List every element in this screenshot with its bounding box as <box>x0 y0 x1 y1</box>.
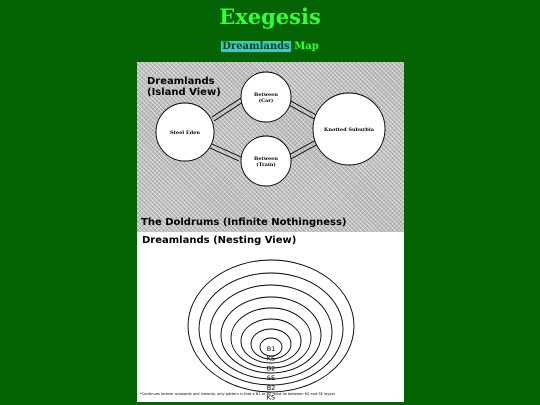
bridge-car-knotted-b <box>286 103 317 121</box>
label-between-car-2: (Car) <box>259 97 274 104</box>
map-panel: Dreamlands (Island View) St <box>137 62 404 402</box>
nesting-diagram: B1KSB2SEB2KSB1SE <box>187 259 355 402</box>
ring-label-6: KS <box>267 394 275 402</box>
bridge-steel-car-a <box>211 97 242 118</box>
ring-5 <box>220 296 322 374</box>
nesting-view: Dreamlands (Nesting View) B1KSB2SEB2KSB1… <box>137 232 404 402</box>
bridge-steel-train-b <box>209 147 240 162</box>
ring-label-4: SE <box>267 374 275 382</box>
label-knotted-suburbia: Knotted Suburbia <box>324 127 375 133</box>
ring-label-2: KS <box>267 355 275 363</box>
ring-4 <box>230 307 312 369</box>
nesting-footnote: *Continues forever outwards and inwards;… <box>140 392 335 396</box>
island-knotted-suburbia <box>312 92 386 166</box>
bridge-car-knotted-a <box>288 99 319 117</box>
ring-label-1: B1 <box>267 345 276 353</box>
island-heading-line1: Dreamlands <box>147 76 215 87</box>
bridge-train-knotted-b <box>286 139 317 157</box>
bridge-steel-car-b <box>213 101 244 122</box>
label-between-train-2: (Train) <box>256 161 276 168</box>
ring-label-3: B2 <box>267 364 276 372</box>
ring-3 <box>240 318 302 364</box>
label-between-car-1: Between <box>254 92 278 98</box>
bridge-train-knotted-a <box>288 143 319 161</box>
dreamlands-link[interactable]: Dreamlands <box>221 41 291 52</box>
ring-6 <box>209 284 333 380</box>
ring-2 <box>250 328 292 360</box>
ring-1 <box>259 337 283 357</box>
ring-label-5: B2 <box>267 384 276 392</box>
island-between-car <box>240 71 292 123</box>
nesting-view-heading: Dreamlands (Nesting View) <box>142 235 297 246</box>
map-label: Map <box>290 41 319 52</box>
island-view: Dreamlands (Island View) St <box>137 62 404 232</box>
ring-8 <box>187 259 355 393</box>
island-steel-eden <box>155 102 215 162</box>
island-between-train <box>240 135 292 187</box>
label-steel-eden: Steel Eden <box>170 130 200 136</box>
label-between-train-1: Between <box>254 156 278 162</box>
page-title: Exegesis <box>219 4 321 29</box>
bridge-steel-train-a <box>211 143 242 158</box>
breadcrumb: Dreamlands Map <box>0 41 540 52</box>
island-view-heading: Dreamlands (Island View) <box>147 76 221 98</box>
ring-7 <box>198 272 344 386</box>
doldrums-heading: The Doldrums (Infinite Nothingness) <box>141 217 347 228</box>
island-heading-line2: (Island View) <box>147 86 221 98</box>
island-diagram: Steel Eden Between (Car) Between (Train)… <box>155 71 386 187</box>
